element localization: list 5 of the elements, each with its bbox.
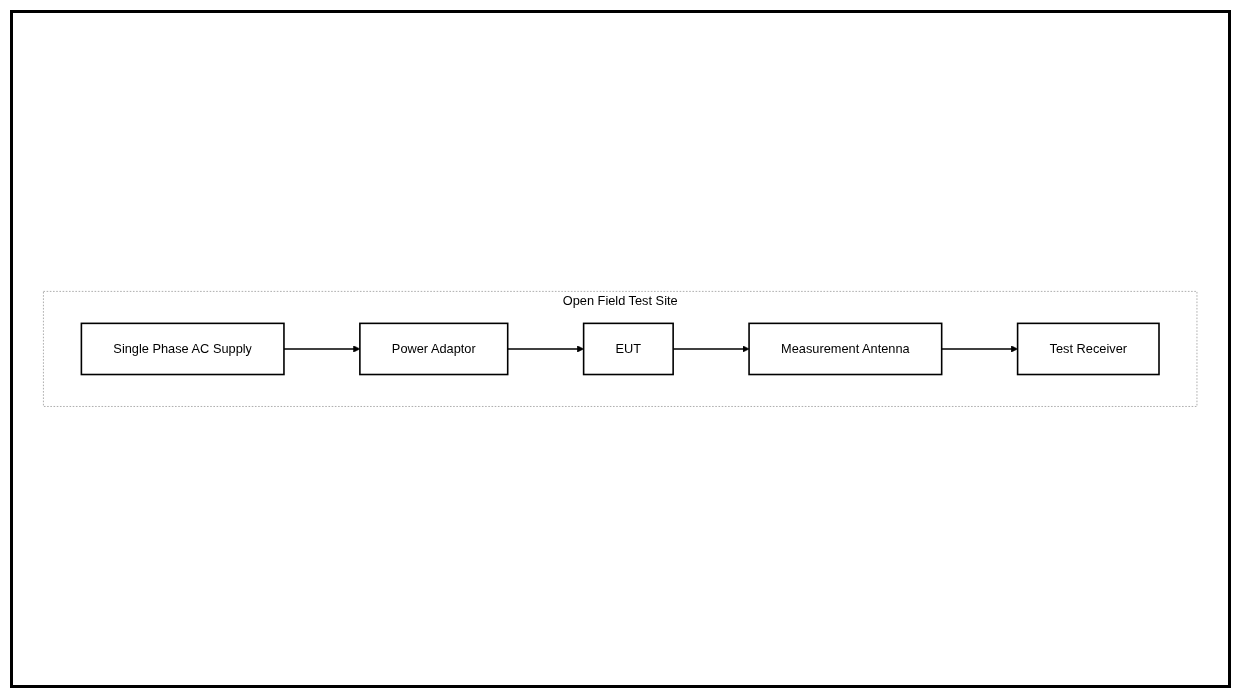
node-box: Measurement Antenna bbox=[748, 322, 943, 376]
node-box: EUT bbox=[583, 322, 675, 376]
node-box: Power Adaptor bbox=[359, 322, 509, 376]
node-box: Single Phase AC Supply bbox=[80, 322, 286, 376]
node-box: Test Receiver bbox=[1017, 322, 1161, 376]
